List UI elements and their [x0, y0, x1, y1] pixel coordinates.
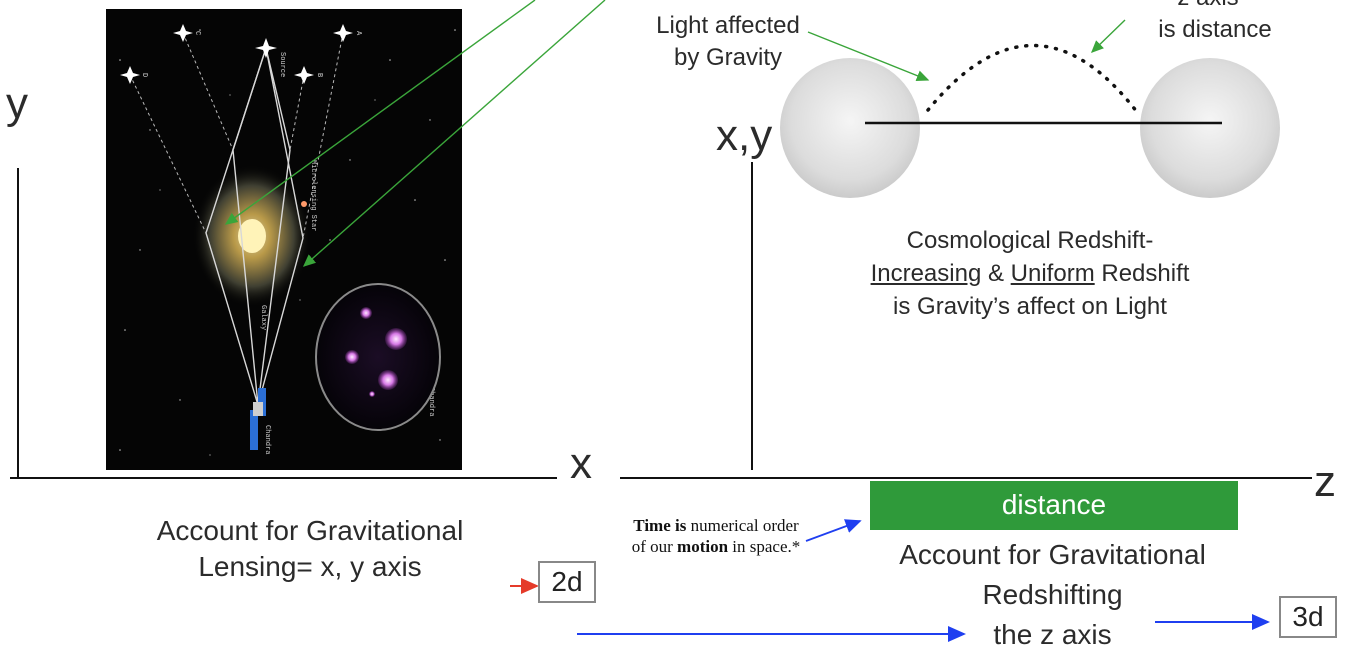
microlensing-label: Microlensing Star [309, 160, 317, 231]
distance-bar [870, 481, 1238, 530]
left-caption-line2: Lensing= x, y axis [198, 551, 422, 582]
left-x-axis-label: x [570, 439, 592, 488]
time-note-line2: of our motion in space.* [600, 536, 832, 557]
star-label-a: A [354, 31, 362, 36]
light-affected-line1: Light affected [656, 12, 800, 39]
redshift-line3: is Gravity’s affect on Light [893, 293, 1167, 320]
redshift-increasing: Increasing [870, 260, 982, 287]
galaxy-label: Galaxy [259, 305, 267, 330]
redshift-word: Redshift [1101, 260, 1190, 287]
time-note-bold2: motion [677, 537, 729, 556]
time-note-line1: Time is numerical order [600, 515, 832, 536]
right-sphere [1140, 58, 1280, 198]
inset-view [315, 283, 441, 431]
redshift-uniform: Uniform [1010, 260, 1095, 287]
lensing-figure: Source A B C D Microlensing Star Galaxy … [106, 9, 462, 470]
distance-bar-label: distance [1001, 489, 1107, 520]
star-label-d: D [140, 73, 148, 77]
redshift-line2: Increasing & Uniform Redshift [800, 257, 1260, 290]
light-affected-line2: by Gravity [673, 44, 783, 71]
redshift-description: Cosmological Redshift- Increasing & Unif… [800, 224, 1260, 323]
z-axis-label-line2: is distance [1158, 16, 1272, 43]
dimension-box-2d: 2d [538, 561, 596, 603]
green-arrow-to-halo [302, 0, 606, 267]
satellite-icon [250, 388, 266, 450]
right-caption-line1: Account for Gravitational [899, 539, 1206, 570]
dimension-box-3d: 3d [1279, 596, 1337, 638]
right-caption-line3: the z axis [993, 619, 1112, 650]
redshift-amp: & [987, 260, 1004, 287]
time-note-text2: of our [631, 537, 673, 556]
left-sphere [780, 58, 920, 198]
right-caption: Account for Gravitational Redshifting th… [850, 535, 1255, 655]
right-xy-axis-label: x,y [716, 111, 773, 160]
star-label-b: B [315, 73, 323, 77]
z-axis-distance-label: z axis~ is distance [1130, 0, 1300, 46]
star-label-c: C [193, 31, 201, 35]
green-arrow-z-axis [1090, 19, 1126, 53]
right-caption-line2: Redshifting [982, 579, 1123, 610]
blue-arrow-time-note [805, 519, 862, 542]
redshift-line1: Cosmological Redshift- [906, 227, 1154, 254]
z-axis-label-line1: z axis~ [1130, 0, 1300, 14]
time-note-bold1: Time is [633, 516, 687, 535]
left-y-axis-label: y [6, 79, 28, 128]
time-note-text1: numerical order [690, 516, 799, 535]
light-affected-label: Light affected by Gravity [630, 10, 826, 74]
left-caption-line1: Account for Gravitational [156, 515, 464, 546]
chandra-label: Chandra [263, 425, 271, 454]
right-z-axis-label: z [1314, 457, 1336, 506]
green-arrow-light [807, 31, 930, 82]
curved-light-path [926, 43, 1139, 114]
source-label: Source [278, 52, 286, 77]
time-note-text3: in space.* [732, 537, 801, 556]
left-caption: Account for Gravitational Lensing= x, y … [100, 513, 520, 585]
green-arrow-to-galaxy [224, 0, 536, 225]
time-note: Time is numerical order of our motion in… [600, 515, 832, 557]
